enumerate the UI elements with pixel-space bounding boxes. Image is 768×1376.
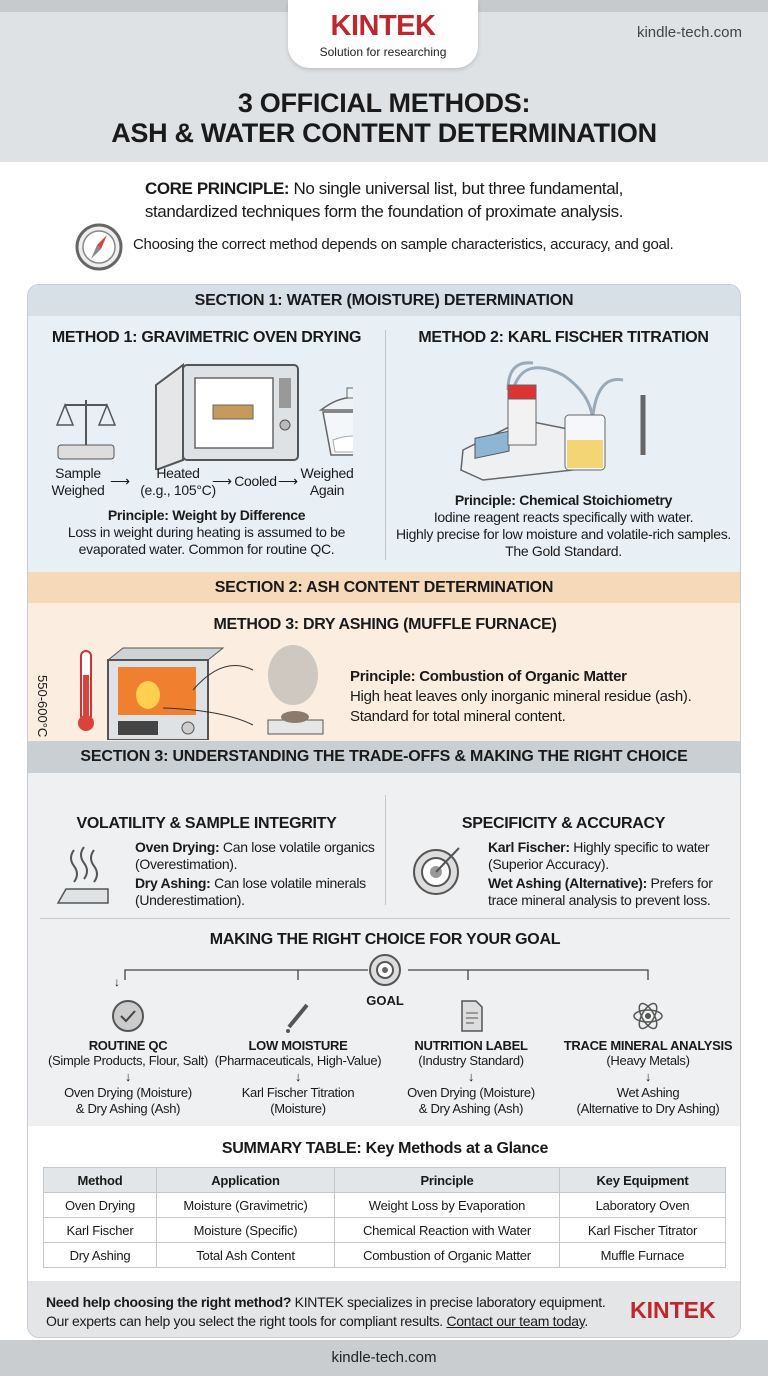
section3-rule [40,918,730,919]
goal-routine-qc: ROUTINE QC (Simple Products, Flour, Salt… [28,999,228,1117]
target-icon [413,847,460,895]
title-line-2: ASH & WATER CONTENT DETERMINATION [111,118,657,148]
step-arrow: ⟶ [110,473,130,489]
oven-drying-illustration [55,363,353,470]
check-circle-icon [112,1000,144,1032]
section1-divider [385,330,386,560]
method2-description: Principle: Chemical Stoichiometry Iodine… [395,492,732,559]
title-line-1: 3 OFFICIAL METHODS: [237,88,531,118]
specificity-list: Karl Fischer: Highly specific to water (… [488,839,713,908]
lab-oven-icon [155,363,299,470]
dropper-icon [286,1003,309,1033]
method2-title: METHOD 2: KARL FISCHER TITRATION [418,329,709,346]
desiccator-icon [318,387,353,456]
section1-body [28,316,740,572]
section3-divider [385,795,386,905]
goal-trace-mineral: TRACE MINERAL ANALYSIS (Heavy Metals) ↓ … [538,999,740,1117]
goal-nutrition-label: NUTRITION LABEL (Industry Standard) ↓ Ov… [371,999,571,1117]
column-header: Method [43,1167,157,1193]
section3-header: SECTION 3: UNDERSTANDING THE TRADE-OFFS … [28,741,740,773]
contact-link[interactable]: Contact our team today [446,1313,585,1329]
cta-brand-logo: KINTEK [630,1297,716,1323]
goal-label: GOAL [366,993,404,1008]
table-cell: Oven Drying [43,1192,157,1218]
column-header: Key Equipment [559,1167,726,1193]
summary-title: SUMMARY TABLE: Key Methods at a Glance [221,1140,549,1157]
site-link[interactable]: kindle-tech.com [636,24,742,41]
choosing-text: Choosing the correct method depends on s… [133,236,674,253]
temperature-label: 550-600°C [35,675,50,738]
atom-icon [633,1002,663,1030]
table-cell: Chemical Reaction with Water [334,1217,560,1243]
footer[interactable]: kindle-tech.com [0,1340,768,1376]
section2-header: SECTION 2: ASH CONTENT DETERMINATION [28,572,740,603]
karl-fischer-titrator-illustration [460,361,646,481]
core-text-1: No single universal list, but three fund… [289,179,623,198]
table-cell: Combustion of Organic Matter [334,1242,560,1268]
page-title: 3 OFFICIAL METHODS: ASH & WATER CONTENT … [0,88,768,148]
core-text-2: standardized techniques form the foundat… [144,202,624,221]
method3-title: METHOD 3: DRY ASHING (MUFFLE FURNACE) [213,616,557,633]
thermometer-icon [78,650,94,731]
column-header: Principle [334,1167,560,1193]
table-cell: Muffle Furnace [559,1242,726,1268]
goal-low-moisture: LOW MOISTURE (Pharmaceuticals, High-Valu… [198,999,398,1117]
specificity-title: SPECIFICITY & ACCURACY [461,815,666,832]
muffle-furnace-illustration [78,645,324,740]
logo-brand: KINTEK [330,10,436,42]
step-3: Cooled [234,473,277,489]
table-header-row: Method Application Principle Key Equipme… [43,1167,726,1193]
volatility-title: VOLATILITY & SAMPLE INTEGRITY [76,815,337,832]
column-header: Application [156,1167,335,1193]
main-card: SECTION 1: WATER (MOISTURE) DETERMINATIO… [27,284,741,1338]
volatility-list: Oven Drying: Can lose volatile organics … [135,839,375,908]
step-2: Heated(e.g., 105°C) [140,465,216,498]
method1-title: METHOD 1: GRAVIMETRIC OVEN DRYING [51,329,362,346]
smoke-icon [268,645,318,705]
table-cell: Dry Ashing [43,1242,157,1268]
step-arrow: ⟶ [212,473,232,489]
down-arrow: ↓ [114,975,120,989]
table-cell: Laboratory Oven [559,1192,726,1218]
goal-tree-connectors [124,954,649,986]
method3-description: Principle: Combustion of Organic Matter … [350,668,692,725]
table-cell: Total Ash Content [156,1242,335,1268]
cta-text: Need help choosing the right method? KIN… [46,1294,606,1329]
table-cell: Weight Loss by Evaporation [334,1192,560,1218]
evaporation-icon [56,846,109,904]
table-cell: Karl Fischer Titrator [559,1217,726,1243]
goal-target-icon [369,954,401,986]
logo-tagline: Solution for researching [319,45,447,59]
summary-table: Method Application Principle Key Equipme… [43,1167,726,1268]
section1-header: SECTION 1: WATER (MOISTURE) DETERMINATIO… [28,285,740,316]
step-arrow: ⟶ [278,473,298,489]
cta-band [28,1281,740,1337]
compass-icon [75,223,123,271]
table-cell: Moisture (Gravimetric) [156,1192,335,1218]
document-icon [461,1000,483,1032]
table-cell: Moisture (Specific) [156,1217,335,1243]
table-cell: Karl Fischer [43,1217,157,1243]
kintek-logo[interactable]: KINTEK Solution for researching [288,0,478,68]
core-label: CORE PRINCIPLE: [144,179,290,198]
choice-title: MAKING THE RIGHT CHOICE FOR YOUR GOAL [209,931,561,948]
method1-description: Principle: Weight by Difference Loss in … [67,507,346,557]
balance-scale-icon [55,400,117,460]
core-principle: CORE PRINCIPLE: No single universal list… [0,177,768,223]
